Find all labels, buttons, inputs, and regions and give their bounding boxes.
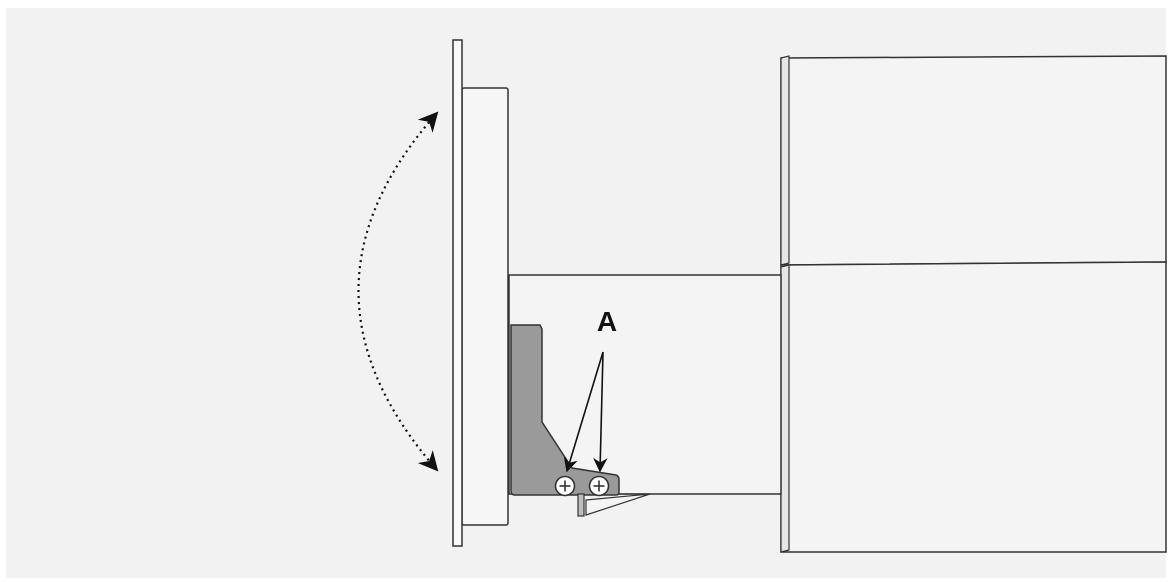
callout-arrows — [563, 351, 608, 473]
lower-cabinet — [780, 261, 1167, 553]
upper-cabinet — [780, 55, 1167, 266]
door-front-frame — [461, 87, 509, 526]
adjustment-motion-arc — [357, 111, 439, 472]
callout-label-a: A — [596, 306, 618, 337]
adjustment-screw-left — [554, 475, 576, 497]
adjustment-screw-right — [588, 475, 610, 497]
door-front-panel — [452, 39, 463, 547]
mounting-bracket — [510, 324, 651, 517]
